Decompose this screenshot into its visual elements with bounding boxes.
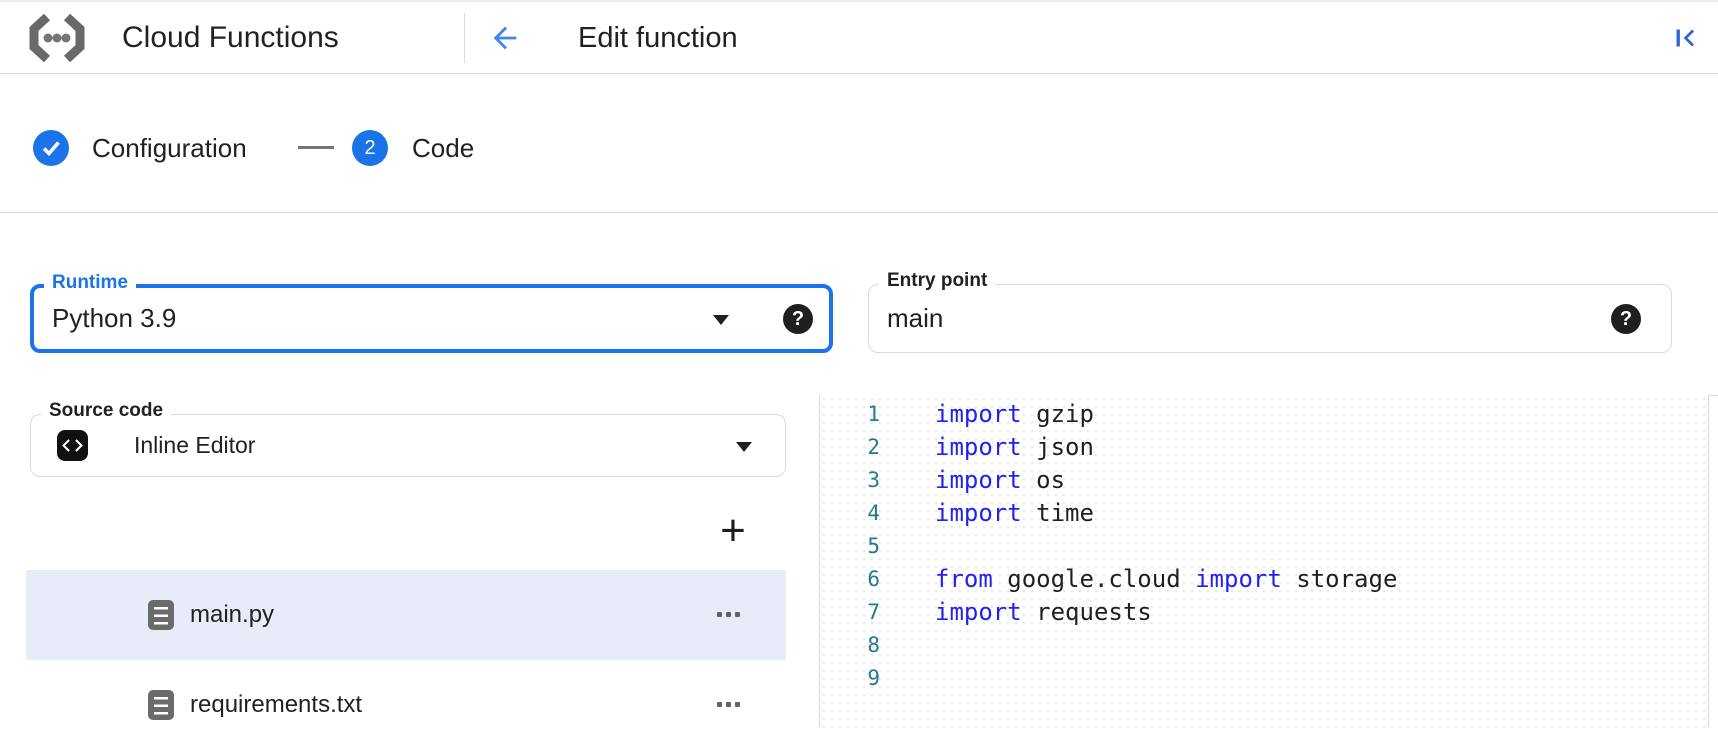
line-code: import os [935,465,1066,494]
inline-editor-icon [57,429,88,461]
code-line[interactable]: 4 import time [820,496,1708,529]
line-number: 4 [867,500,880,525]
entry-point-value: main [887,303,944,333]
entry-point-input[interactable]: Entry point main ? [868,270,1672,353]
code-lines: 1 import gzip 2 import json 3 import os 4 impor… [820,397,1708,694]
page-title: Edit function [578,22,738,54]
code-line[interactable]: 7 import requests [820,595,1708,628]
line-number: 9 [867,665,880,690]
header: Cloud Functions Edit function [0,2,1718,74]
code-line[interactable]: 9 [820,661,1708,694]
line-code: import requests [935,597,1152,626]
source-code-select[interactable]: Source code Inline Editor [30,400,786,477]
step-code-label[interactable]: Code [412,133,475,163]
code-line[interactable]: 1 import gzip [820,397,1708,430]
code-line[interactable]: 2 import json [820,430,1708,463]
edit-function-page: { "header": { "product_name": "Cloud Fun… [0,0,1718,728]
runtime-help-icon[interactable]: ? [783,303,813,334]
editor-scrollbar[interactable] [1708,395,1718,728]
code-editor[interactable]: 1 import gzip 2 import json 3 import os 4 impor… [820,395,1708,728]
product-title: Cloud Functions [122,21,339,54]
source-code-value: Inline Editor [134,432,256,458]
file-icon [148,600,174,630]
step-code-number: 2 [364,137,376,159]
arrow-back-icon [493,26,517,50]
line-number: 2 [867,434,880,459]
back-button[interactable] [488,21,522,55]
dropdown-arrow-icon [736,441,752,452]
line-number: 1 [867,401,880,426]
code-line[interactable]: 3 import os [820,463,1708,496]
step-connector [298,146,334,149]
line-code: import gzip [935,399,1094,428]
add-file-button[interactable]: + [708,506,758,556]
runtime-label: Runtime [44,272,136,294]
pane-divider [819,395,820,728]
file-menu-button[interactable] [717,612,740,617]
collapse-panel-icon [1676,29,1695,47]
cloud-functions-logo-icon [29,13,85,63]
line-code: import time [935,498,1094,527]
check-icon [42,141,60,157]
code-line[interactable]: 5 [820,529,1708,562]
file-name: requirements.txt [190,691,363,718]
entry-point-label: Entry point [879,270,996,292]
file-row[interactable]: requirements.txt [26,660,786,750]
line-number: 5 [867,533,880,558]
code-line[interactable]: 8 [820,628,1708,661]
line-code: from google.cloud import storage [935,564,1398,593]
file-menu-button[interactable] [717,702,740,707]
step-code-indicator[interactable]: 2 [352,130,388,166]
runtime-value: Python 3.9 [52,303,177,333]
step-configuration-label[interactable]: Configuration [92,133,247,163]
runtime-select[interactable]: Runtime Python 3.9 ? [30,272,833,353]
line-number: 6 [867,566,880,591]
code-line[interactable]: 6 from google.cloud import storage [820,562,1708,595]
file-row[interactable]: main.py [26,570,786,660]
file-name: main.py [190,601,275,628]
line-number: 3 [867,467,880,492]
collapse-panel-button[interactable] [1668,21,1702,55]
line-number: 8 [867,632,880,657]
line-number: 7 [867,599,880,624]
header-separator [464,13,465,63]
source-code-label: Source code [41,400,172,422]
file-icon [148,690,174,720]
entry-point-help-icon[interactable]: ? [1611,303,1641,334]
dropdown-arrow-icon [713,314,729,325]
line-code: import json [935,432,1094,461]
step-configuration-indicator[interactable] [33,130,69,166]
section-divider [0,212,1718,213]
